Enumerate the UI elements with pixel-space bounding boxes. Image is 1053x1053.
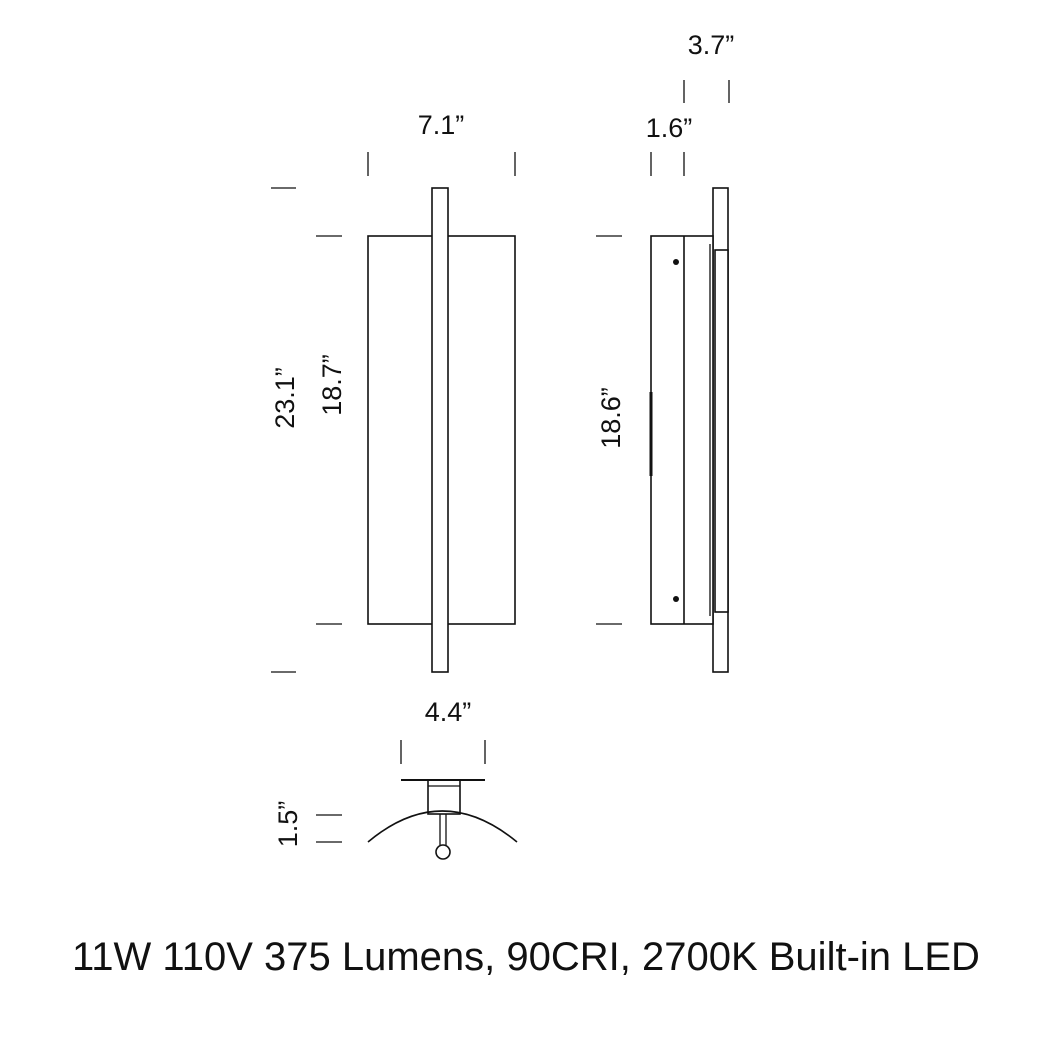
top-depth-dimension: 1.5” bbox=[273, 801, 342, 848]
top-view bbox=[367, 779, 518, 860]
top-stem-knob bbox=[435, 844, 451, 860]
side-body-depth-label: 1.6” bbox=[646, 113, 693, 143]
front-view bbox=[367, 187, 516, 673]
top-depth-label: 1.5” bbox=[273, 801, 303, 848]
side-depth-dimension: 3.7” 1.6” bbox=[646, 30, 735, 176]
side-screw-bottom bbox=[673, 596, 679, 602]
side-body-outer bbox=[650, 235, 714, 625]
front-body-height-label: 18.7” bbox=[317, 354, 347, 416]
side-diffuser bbox=[714, 249, 729, 613]
front-width-label: 7.1” bbox=[418, 110, 465, 140]
side-screw-top bbox=[673, 259, 679, 265]
front-width-dimension: 7.1” bbox=[367, 110, 516, 176]
top-curved-shade bbox=[367, 810, 518, 843]
top-width-label: 4.4” bbox=[425, 697, 472, 727]
front-total-height-label: 23.1” bbox=[270, 367, 300, 429]
front-backplate bbox=[431, 187, 449, 673]
side-view bbox=[649, 187, 729, 673]
spec-line: 11W 110V 375 Lumens, 90CRI, 2700K Built-… bbox=[72, 935, 980, 979]
side-height-label: 18.6” bbox=[596, 387, 626, 449]
top-mount-block bbox=[427, 779, 461, 815]
front-height-dimension: 23.1” 18.7” bbox=[270, 187, 347, 673]
side-total-depth-label: 3.7” bbox=[688, 30, 735, 60]
side-height-dimension: 18.6” bbox=[596, 235, 626, 625]
top-width-dimension: 4.4” bbox=[400, 697, 486, 764]
